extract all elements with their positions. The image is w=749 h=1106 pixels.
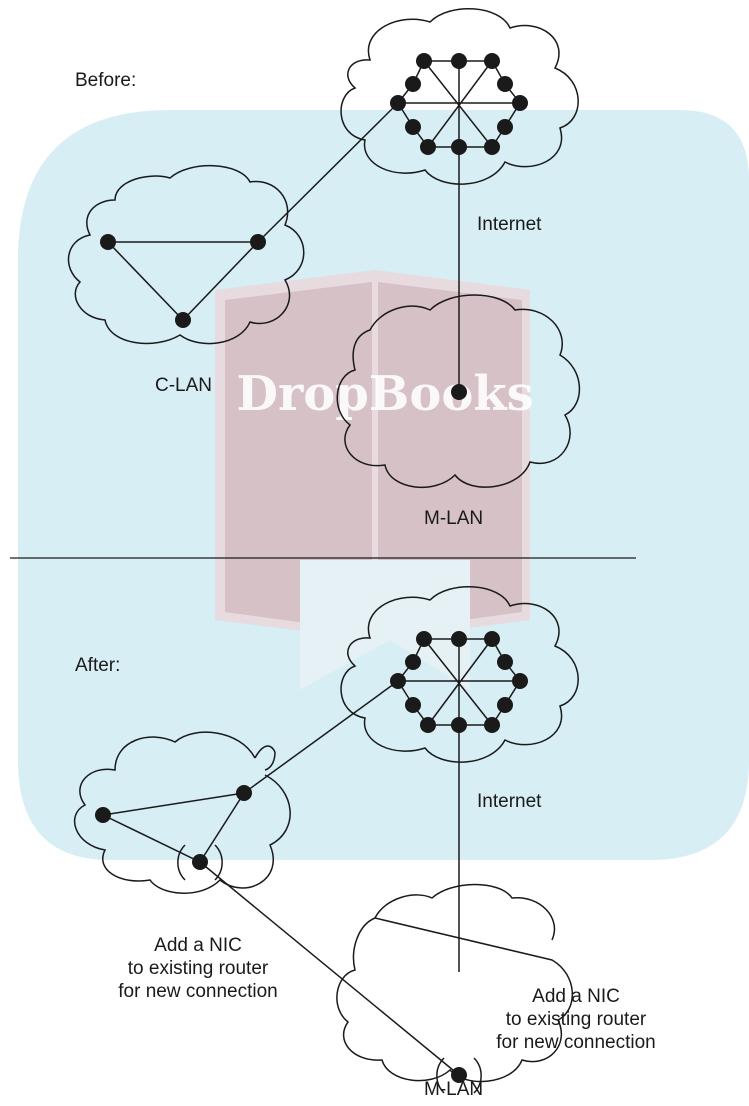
before-internet-router-6 [497,76,513,92]
after-internet-label: Internet [477,791,542,812]
note-right-line2: to existing router [505,1009,647,1030]
watermark-text: DropBooks [236,366,533,422]
before-mlan-label: M-LAN [424,508,484,529]
before-internet-router-1 [390,95,406,111]
after-mlan-label: M-LAN [424,1079,484,1100]
before-clan-cloud [67,165,305,345]
link-new-router-connection [199,861,460,1076]
before-internet-router-7 [512,95,528,111]
before-mlan-router [451,384,467,400]
before-internet-router-8 [497,119,513,135]
after-internet-router-3 [416,631,432,647]
link-after-clan-internet [243,680,399,794]
after-internet-router-5 [484,631,500,647]
after-internet-router-7 [512,673,528,689]
after-mlan-router-nic [451,1067,467,1083]
nic-arc-left-b [214,844,223,881]
after-internet-cloud [340,585,579,763]
before-internet-router-9 [484,139,500,155]
before-internet-router-10 [451,139,467,155]
after-internet-router-9 [484,717,500,733]
after-clan-router-1 [95,807,111,823]
after-clan-router-nic [192,854,208,870]
note-left-line1: Add a NIC [154,935,242,956]
after-heading: After: [75,655,121,676]
before-internet-label: Internet [477,214,542,235]
note-right-line1: Add a NIC [532,986,620,1007]
before-mlan-cloud [336,294,581,489]
after-internet-router-11 [420,717,436,733]
after-internet-router-10 [451,717,467,733]
nic-arc-left-a [177,844,186,881]
before-clan-router-3 [175,312,191,328]
note-right: Add a NIC to existing router for new con… [486,985,666,1054]
note-left-line2: to existing router [127,958,269,979]
link-clan-internet [257,102,399,243]
after-clan-edges [102,792,246,863]
before-internet-router-5 [484,53,500,69]
nic-arc-right-b [473,1057,482,1094]
after-internet-router-12 [405,697,421,713]
before-internet-cloud [340,7,579,185]
before-internet-router-12 [405,119,421,135]
nic-arc-right-a [436,1057,445,1094]
before-internet-spokes [398,60,520,148]
before-clan-router-1 [100,234,116,250]
after-internet-spokes [398,638,520,726]
clan-triangle [106,241,260,322]
after-internet-router-2 [405,654,421,670]
note-left: Add a NIC to existing router for new con… [108,934,288,1003]
before-clan-label: C-LAN [155,375,213,396]
before-internet-router-11 [420,139,436,155]
after-internet-router-6 [497,654,513,670]
book-icon [215,270,530,690]
note-right-line3: for new connection [496,1032,656,1053]
after-internet-router-1 [390,673,406,689]
after-internet-router-4 [451,631,467,647]
before-internet-router-3 [416,53,432,69]
note-left-line3: for new connection [118,981,278,1002]
router-nodes [95,53,528,1083]
before-internet-router-2 [405,76,421,92]
before-internet-router-4 [451,53,467,69]
before-clan-router-2 [250,234,266,250]
after-internet-router-8 [497,697,513,713]
after-clan-router-2 [236,785,252,801]
after-mlan-cloud [336,883,573,1083]
before-heading: Before: [75,70,137,91]
after-clan-cloud [74,731,291,894]
